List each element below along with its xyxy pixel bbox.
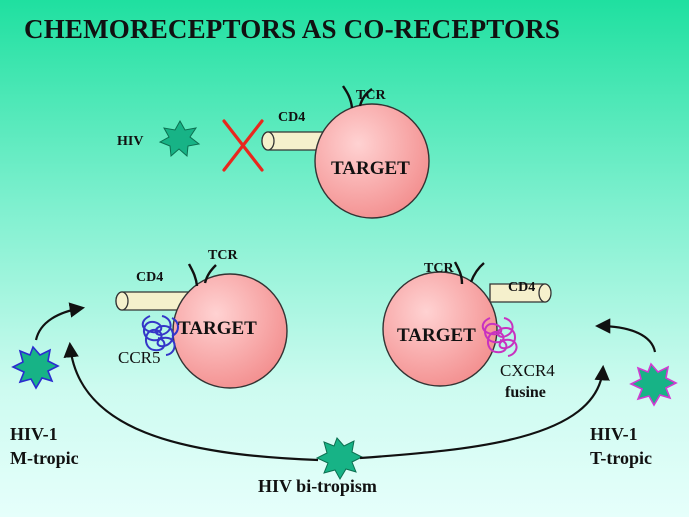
hiv-label-top: HIV xyxy=(117,134,144,149)
tcr-label-top: TCR xyxy=(356,88,386,103)
tcr-receptor-left xyxy=(187,263,217,287)
cd4-label-right: CD4 xyxy=(508,280,536,295)
t-tropic-label-line1: HIV-1 xyxy=(590,424,638,444)
arrow-bi-tropic-to-left-cell xyxy=(63,341,319,462)
hiv-virus-top xyxy=(158,119,201,158)
hiv-virus-t-tropic xyxy=(629,362,678,407)
ccr5-coreceptor xyxy=(141,315,179,356)
tcr-label-left: TCR xyxy=(208,248,238,263)
right-cell-group xyxy=(382,261,552,387)
cxcr4-label: CXCR4 xyxy=(500,361,555,380)
blocked-x-mark xyxy=(222,119,264,172)
m-tropic-label-line2: M-tropic xyxy=(10,448,79,468)
arrow-m-tropic-to-left-cell xyxy=(34,302,86,341)
top-scene xyxy=(158,85,430,219)
arrow-bi-tropic-to-right-cell xyxy=(359,364,610,460)
cd4-label-top: CD4 xyxy=(278,110,306,125)
target-label-right: TARGET xyxy=(397,325,476,346)
target-label-top: TARGET xyxy=(331,158,410,179)
hiv-virus-bi-tropic xyxy=(315,437,364,480)
tcr-receptor-right xyxy=(453,261,485,285)
target-label-left: TARGET xyxy=(178,318,257,339)
cd4-receptor-top xyxy=(261,131,331,151)
left-cell-group xyxy=(115,263,288,389)
ccr5-label: CCR5 xyxy=(118,348,161,367)
target-cell-top xyxy=(314,103,430,219)
m-tropic-label-line1: HIV-1 xyxy=(10,424,58,444)
t-tropic-label-line2: T-tropic xyxy=(590,448,653,468)
arrows xyxy=(34,302,657,462)
cxcr4-coreceptor xyxy=(481,317,518,357)
hiv-virus-m-tropic xyxy=(11,345,60,390)
fusine-label: fusine xyxy=(505,384,546,401)
tcr-receptor-top xyxy=(342,85,373,109)
arrow-t-tropic-to-right-cell xyxy=(594,318,657,353)
cd4-receptor-left xyxy=(115,291,189,311)
slide-title: CHEMORECEPTORS AS CO-RECEPTORS xyxy=(24,14,561,44)
bi-tropism-label: HIV bi-tropism xyxy=(258,476,377,496)
tcr-label-right: TCR xyxy=(424,261,454,276)
cd4-receptor-right xyxy=(489,283,552,303)
target-cell-right xyxy=(382,271,498,387)
cd4-label-left: CD4 xyxy=(136,270,164,285)
